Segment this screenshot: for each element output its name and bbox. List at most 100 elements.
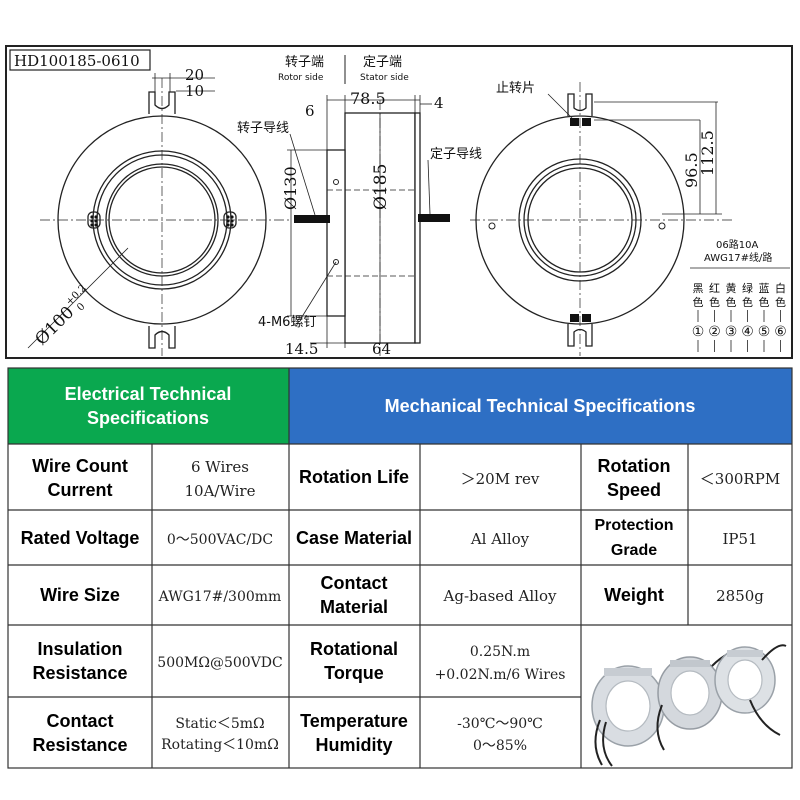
insulation-label-1: Insulation: [38, 639, 123, 659]
stop-tab-holes: [570, 118, 591, 322]
wire-number-6: ⑥: [774, 324, 787, 340]
dim-6: 6: [305, 102, 315, 120]
wire-number-3: ③: [725, 324, 738, 340]
wire-number-2: ②: [708, 324, 721, 340]
top-dimensions: [326, 95, 432, 150]
model-code: HD100185-0610: [14, 52, 140, 70]
wire-color-2: 红: [709, 282, 720, 295]
wire-color-1: 黑: [693, 282, 704, 295]
spec-table: Electrical Technical Specifications Mech…: [7, 367, 793, 769]
stator-face-view: [470, 82, 735, 356]
wire-number-4: ④: [741, 324, 754, 340]
weight-label: Weight: [604, 585, 664, 605]
stop-tab-label: 止转片: [496, 81, 535, 96]
engineering-drawing: HD100185-0610: [5, 45, 793, 359]
contact-res-label-2: Resistance: [32, 735, 127, 755]
wire-color-suffix-5: 色: [759, 295, 770, 309]
protection-label-2: Grade: [611, 542, 657, 559]
screws-label: 4-M6螺钉: [258, 315, 316, 330]
contact-material-label-1: Contact: [321, 573, 388, 593]
stator-wire-label: 定子导线: [430, 147, 482, 162]
stator-side-cn: 定子端: [363, 55, 402, 70]
wire-count-label-2: Current: [47, 480, 112, 500]
stator-wire-lead: [418, 214, 450, 222]
dim-20: 20: [185, 66, 204, 84]
rotation-speed-value: ＜300RPM: [700, 470, 780, 488]
rotation-speed-label-2: Speed: [607, 480, 661, 500]
contact-material-value: Ag-based Alloy: [443, 587, 557, 605]
dim-78-5: 78.5: [350, 89, 386, 108]
torque-value-1: 0.25N.m: [470, 644, 530, 660]
dim-96-5: 96.5: [682, 152, 701, 188]
wire-color-3: 黄: [726, 281, 737, 295]
mechanical-header-bg: [289, 368, 792, 444]
table-grid: [7, 367, 793, 769]
model-code-box: [9, 49, 151, 71]
temperature-label-2: Humidity: [315, 735, 392, 755]
wire-color-5: 蓝: [759, 282, 770, 295]
case-material-label: Case Material: [296, 528, 412, 548]
rotor-wire-label: 转子导线: [237, 121, 289, 136]
insulation-label-2: Resistance: [32, 663, 127, 683]
rotation-speed-label-1: Rotation: [598, 456, 671, 476]
stator-screw-left: [488, 222, 496, 230]
wire-count-value-1: 6 Wires: [191, 458, 249, 476]
bottom-dimensions: [310, 316, 415, 348]
protection-label-1: Protection: [594, 517, 673, 534]
rated-voltage-value: 0～500VAC/DC: [167, 532, 273, 548]
wire-color-6: 白: [775, 281, 786, 295]
insulation-value: 500MΩ@500VDC: [157, 655, 282, 671]
rotor-wire-lead: [294, 215, 330, 223]
electrical-header-bg: [8, 368, 289, 444]
wire-spec-1: 06路10A: [716, 238, 758, 251]
wire-color-suffix-4: 色: [742, 295, 753, 309]
case-material-value: Al Alloy: [470, 530, 530, 548]
dimension-20-10: [152, 73, 215, 92]
dim-185: Ø185: [371, 164, 391, 210]
wire-size-value: AWG17#/300mm: [158, 589, 282, 605]
rotor-side-en: Rotor side: [278, 73, 324, 83]
dim-4: 4: [434, 94, 444, 112]
electrical-header-1: Electrical Technical: [65, 384, 232, 404]
wire-color-4: 绿: [742, 281, 753, 295]
mechanical-header: Mechanical Technical Specifications: [385, 396, 696, 416]
dim-112-5: 112.5: [698, 130, 717, 176]
wire-size-label: Wire Size: [40, 585, 120, 605]
dim-130: Ø130: [281, 166, 300, 210]
screws-leader: [299, 261, 337, 321]
stator-screw-right: [658, 222, 666, 230]
slip-ring-product-photo: [581, 625, 792, 768]
wire-dots-left: [90, 215, 234, 227]
contact-res-label-1: Contact: [47, 711, 114, 731]
temperature-value-2: 0～85%: [473, 738, 527, 754]
stator-wire-leader: [427, 159, 431, 215]
dim-100-leader: [27, 247, 129, 349]
weight-value: 2850g: [716, 587, 764, 605]
rotor-side-cn: 转子端: [285, 55, 324, 70]
temperature-value-1: -30℃～90℃: [457, 716, 543, 732]
diameter-dimensions: [287, 113, 381, 343]
dim-10: 10: [185, 82, 204, 100]
torque-value-2: +0.02N.m/6 Wires: [435, 667, 566, 683]
wire-color-suffix-3: 色: [726, 295, 737, 309]
temperature-label-1: Temperature: [300, 711, 408, 731]
dim-64: 64: [372, 340, 391, 358]
stator-side-en: Stator side: [360, 73, 409, 83]
right-vertical-dimensions: [594, 101, 722, 215]
wire-color-suffix-2: 色: [709, 295, 720, 309]
wire-count-value-2: 10A/Wire: [185, 482, 256, 500]
wire-number-5: ⑤: [758, 324, 771, 340]
rotation-life-value: ＞20M rev: [461, 470, 540, 488]
contact-material-label-2: Material: [320, 597, 388, 617]
wire-spec-2: AWG17#线/路: [704, 251, 772, 264]
stop-tab-leader: [547, 93, 573, 119]
wire-color-suffix-6: 色: [775, 295, 786, 309]
wire-color-suffix-1: 色: [693, 295, 704, 309]
protection-value: IP51: [722, 530, 757, 548]
wire-count-label-1: Wire Count: [32, 456, 128, 476]
contact-res-value-2: Rotating＜10mΩ: [161, 737, 279, 753]
torque-label-1: Rotational: [310, 639, 398, 659]
dim-14-5: 14.5: [285, 340, 318, 358]
